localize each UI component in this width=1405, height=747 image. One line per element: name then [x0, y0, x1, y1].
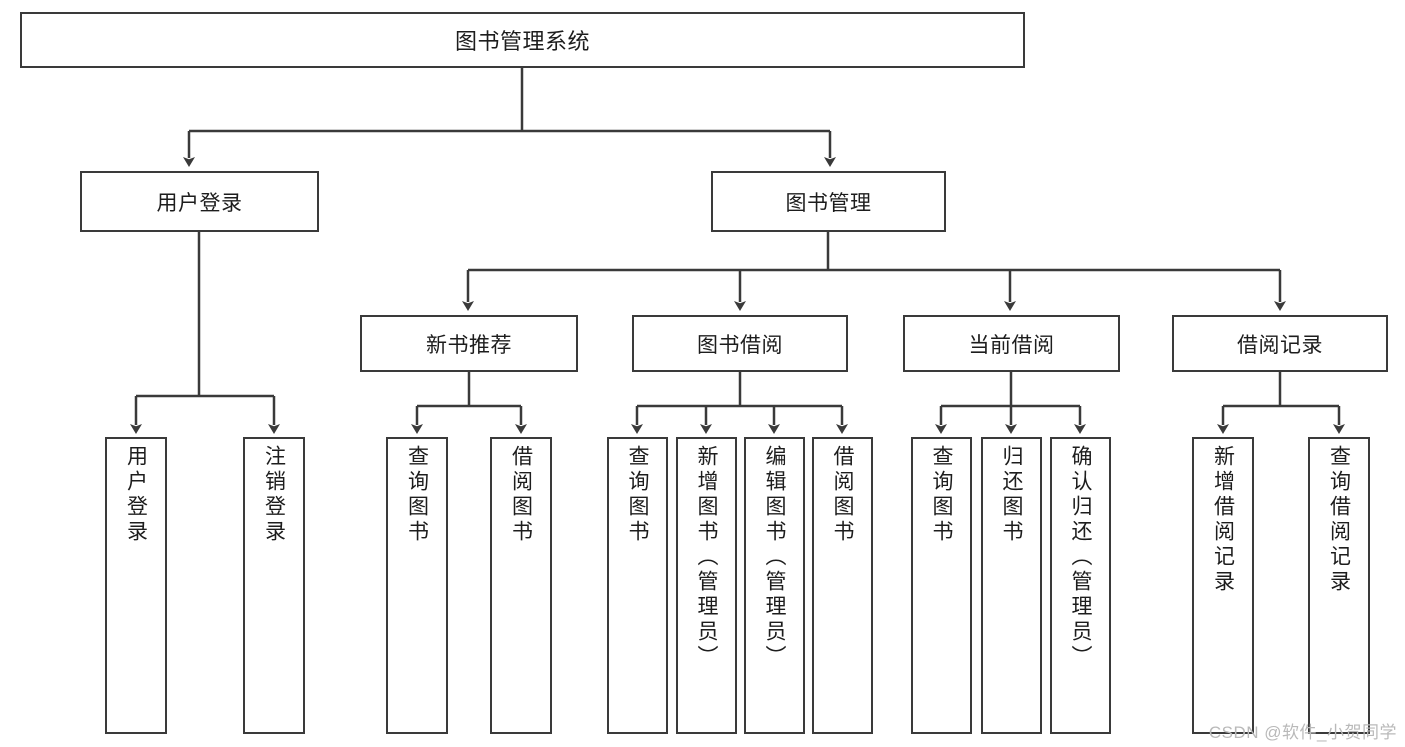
- node-leaf-logout[interactable]: 注销登录: [243, 437, 305, 734]
- node-leaf-add-book[interactable]: 新增图书（管理员）: [676, 437, 737, 734]
- node-leaf-confirm-return[interactable]: 确认归还（管理员）: [1050, 437, 1111, 734]
- node-root-label: 图书管理系统: [454, 29, 590, 54]
- node-user-login[interactable]: 用户登录: [80, 171, 319, 232]
- node-leaf-query-record-label: 查询借阅记录: [1327, 445, 1351, 595]
- node-leaf-user-login-label: 用户登录: [124, 445, 148, 545]
- node-leaf-return-book[interactable]: 归还图书: [981, 437, 1042, 734]
- node-leaf-query-book-2-label: 查询图书: [626, 445, 649, 545]
- node-leaf-confirm-return-label: 确认归还（管理员）: [1069, 445, 1092, 670]
- node-borrow-record[interactable]: 借阅记录: [1172, 315, 1388, 372]
- node-leaf-return-book-label: 归还图书: [1000, 445, 1023, 545]
- node-leaf-add-record[interactable]: 新增借阅记录: [1192, 437, 1254, 734]
- node-current-borrow[interactable]: 当前借阅: [903, 315, 1120, 372]
- node-leaf-edit-book[interactable]: 编辑图书（管理员）: [744, 437, 805, 734]
- node-user-login-label: 用户登录: [156, 191, 243, 215]
- node-leaf-query-book-3-label: 查询图书: [930, 445, 953, 545]
- node-leaf-query-book-1[interactable]: 查询图书: [386, 437, 448, 734]
- node-leaf-query-book-3[interactable]: 查询图书: [911, 437, 972, 734]
- node-leaf-borrow-book-2[interactable]: 借阅图书: [812, 437, 873, 734]
- node-leaf-user-login[interactable]: 用户登录: [105, 437, 167, 734]
- node-book-manage[interactable]: 图书管理: [711, 171, 946, 232]
- node-root[interactable]: 图书管理系统: [20, 12, 1025, 68]
- node-book-borrow[interactable]: 图书借阅: [632, 315, 848, 372]
- node-leaf-borrow-book-2-label: 借阅图书: [831, 445, 854, 545]
- node-leaf-add-book-label: 新增图书（管理员）: [695, 445, 718, 670]
- node-new-book-rec-label: 新书推荐: [426, 333, 512, 357]
- node-current-borrow-label: 当前借阅: [968, 333, 1055, 357]
- node-leaf-query-book-1-label: 查询图书: [405, 445, 429, 545]
- node-leaf-query-record[interactable]: 查询借阅记录: [1308, 437, 1370, 734]
- node-leaf-add-record-label: 新增借阅记录: [1211, 445, 1235, 595]
- node-leaf-query-book-2[interactable]: 查询图书: [607, 437, 668, 734]
- node-borrow-record-label: 借阅记录: [1237, 333, 1323, 357]
- node-leaf-borrow-book-1[interactable]: 借阅图书: [490, 437, 552, 734]
- node-book-manage-label: 图书管理: [785, 191, 872, 215]
- node-leaf-borrow-book-1-label: 借阅图书: [509, 445, 533, 545]
- node-new-book-rec[interactable]: 新书推荐: [360, 315, 578, 372]
- node-leaf-logout-label: 注销登录: [262, 445, 286, 545]
- node-book-borrow-label: 图书借阅: [697, 333, 783, 357]
- node-leaf-edit-book-label: 编辑图书（管理员）: [763, 445, 786, 670]
